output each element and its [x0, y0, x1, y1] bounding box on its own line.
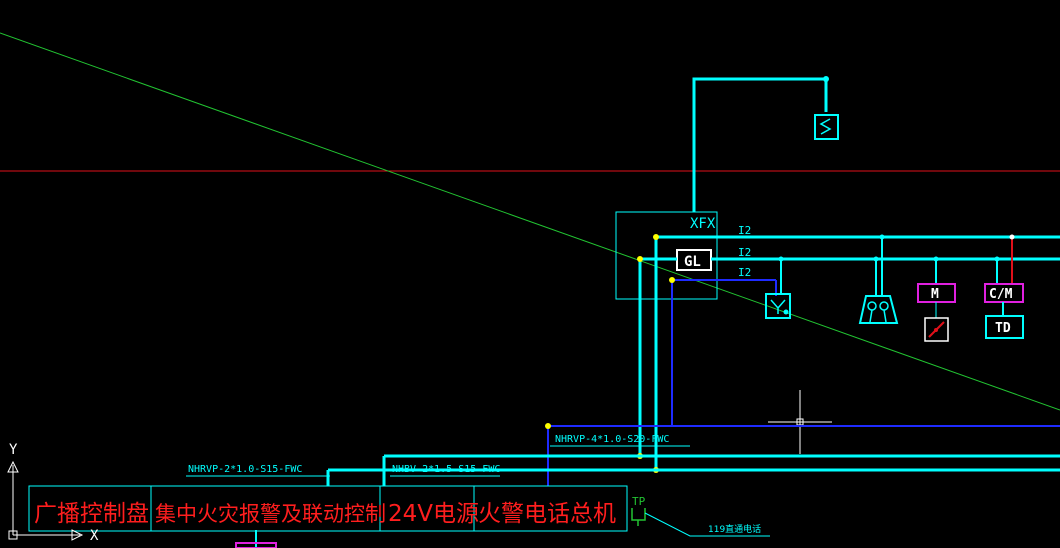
bus-label-2: I2 [738, 246, 751, 259]
ucs-y-label: Y [9, 442, 18, 458]
green-diagonal-line [0, 32, 1060, 411]
module-cm-device[interactable]: C/M TD [984, 234, 1024, 339]
tp-jack-device[interactable]: TP 119直通电话 [631, 495, 770, 537]
module-cm-label: C/M [989, 287, 1013, 302]
panel-fire-phone-host[interactable]: 火警电话总机 [478, 501, 616, 527]
bus-label-3: I2 [738, 266, 751, 279]
ucs-x-label: X [90, 528, 99, 544]
panel-24v-power[interactable]: 24V电源 [388, 501, 479, 527]
module-m-label: M [931, 287, 939, 302]
detector-y-device[interactable] [765, 256, 791, 319]
sounder-strobe-device[interactable] [858, 234, 899, 324]
cable-label-main-bus: NHRVP-4*1.0-S20-FWC [555, 434, 669, 445]
crosshair-cursor[interactable] [768, 390, 832, 454]
panel-broadcast-control[interactable]: 广播控制盘 [34, 501, 149, 527]
control-panel-row [28, 485, 628, 532]
panel-central-alarm-control[interactable]: 集中火灾报警及联动控制 [155, 502, 386, 526]
bus-label-1: I2 [738, 224, 751, 237]
gl-label: GL [684, 254, 701, 270]
bus-lines [640, 235, 1060, 296]
telephone-td-label: TD [995, 321, 1011, 336]
speaker-branch [692, 76, 839, 212]
equipment-box-outline [615, 211, 718, 300]
ucs-axis-icon: Y X [7, 442, 99, 544]
speaker-icon[interactable] [814, 114, 839, 140]
phone-119-label: 119直通电话 [708, 523, 761, 535]
tp-label: TP [632, 495, 646, 508]
cable-label-24v: NHBV-2*1.5-S15-FWC [392, 464, 500, 475]
module-m-device[interactable]: M [917, 256, 956, 342]
telephone-td-box[interactable] [985, 315, 1024, 339]
lower-bus-routing [186, 423, 1060, 548]
cable-label-broadcast: NHRVP-2*1.0-S15-FWC [188, 464, 302, 475]
xfx-label: XFX [690, 216, 716, 232]
